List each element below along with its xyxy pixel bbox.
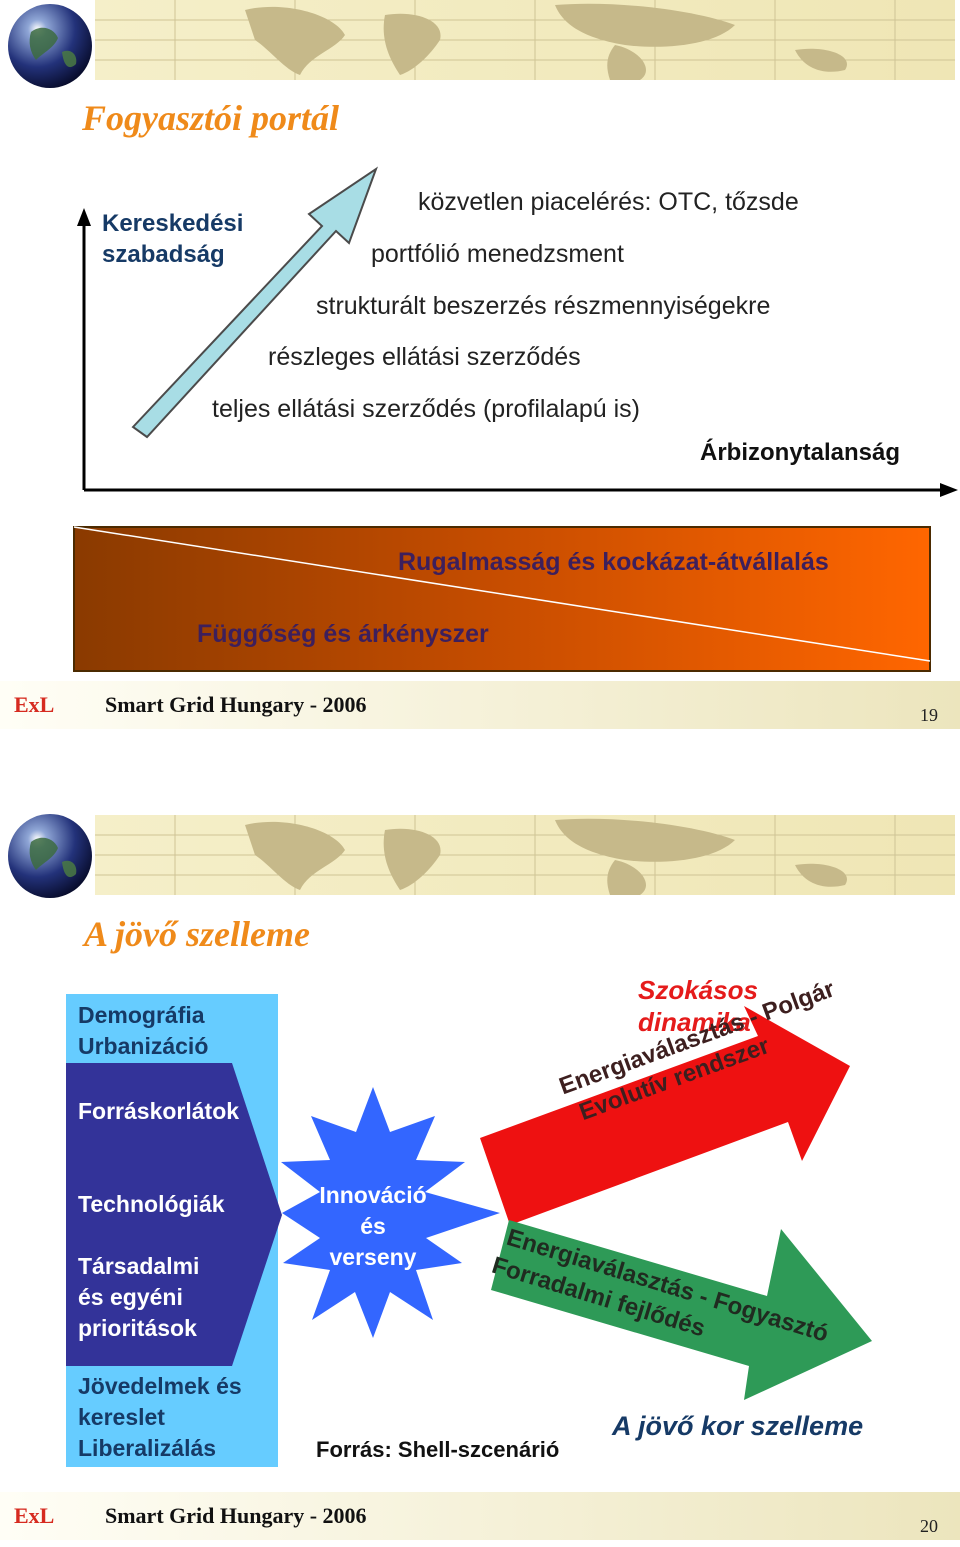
usual-dynamics-label: Szokásos dinamika [638,974,758,1038]
slide-title: A jövő szelleme [84,914,310,954]
world-map-banner [95,0,955,80]
world-map-banner [95,815,955,895]
driver-urbanizacio: Urbanizáció [78,1033,209,1059]
page-number: 20 [920,1516,938,1536]
footer-logo: ExL [14,692,55,717]
red-arrow [480,1006,850,1225]
driver-forraskorlatok: Forráskorlátok [78,1098,240,1124]
green-arrow [491,1220,872,1400]
x-axis-label: Árbizonytalanság [700,439,901,466]
driver-kereslet: kereslet [78,1404,165,1430]
axes-and-arrow [77,166,958,497]
future-label: A jövő kor szelleme [612,1411,864,1441]
source-note: Forrás: Shell-szcenárió [316,1437,560,1462]
slide-20: A jövő szelleme Demográfia Urbanizáció F… [0,800,960,1547]
page-number: 19 [920,705,938,725]
step-3: strukturált beszerzés részmennyiségekre [316,292,771,320]
driver-jovedelmek: Jövedelmek és [78,1373,242,1399]
drivers-arrow [66,1063,282,1366]
driver-liberalizalas: Liberalizálás [78,1435,217,1461]
globe-logo [6,2,94,90]
y-axis-label: Kereskedési szabadság [102,210,244,268]
driver-tarsadalmi: Társadalmi [78,1253,200,1279]
band-top-label: Rugalmasság és kockázat-átvállalás [398,548,829,576]
usual-line-2: dinamika [638,1007,751,1037]
driver-technologiak: Technológiák [78,1191,225,1217]
burst-shape [281,1087,500,1338]
burst-label: Innováció és verseny [303,1180,443,1273]
step-1: teljes ellátási szerződés (profilalapú i… [212,395,640,423]
burst-line-3: verseny [329,1244,417,1270]
globe-logo [6,812,94,900]
slide-19: Fogyasztói portál Kereskedési szabadság … [0,0,960,735]
footer: ExL Smart Grid Hungary - 2006 20 [0,1492,960,1540]
driver-egyeni: és egyéni [78,1284,183,1310]
step-5: közvetlen piacelérés: OTC, tőzsde [418,188,799,216]
footer-text: Smart Grid Hungary - 2006 [105,1503,367,1528]
risk-band [73,526,931,672]
band-bottom-label: Függőség és árkényszer [197,620,489,648]
step-4: portfólió menedzsment [371,240,624,268]
footer-text: Smart Grid Hungary - 2006 [105,692,367,717]
step-2: részleges ellátási szerződés [268,343,581,371]
burst-line-2: és [360,1213,386,1239]
scenario-diagram [66,994,872,1467]
burst-line-1: Innováció [319,1182,427,1208]
slide-title: Fogyasztói portál [82,98,340,138]
driver-prioritasok: prioritások [78,1315,197,1341]
growth-arrow [131,166,378,439]
driver-demografia: Demográfia [78,1002,205,1028]
footer-logo: ExL [14,1503,55,1528]
footer: ExL Smart Grid Hungary - 2006 19 [0,681,960,729]
usual-line-1: Szokásos [638,975,758,1005]
